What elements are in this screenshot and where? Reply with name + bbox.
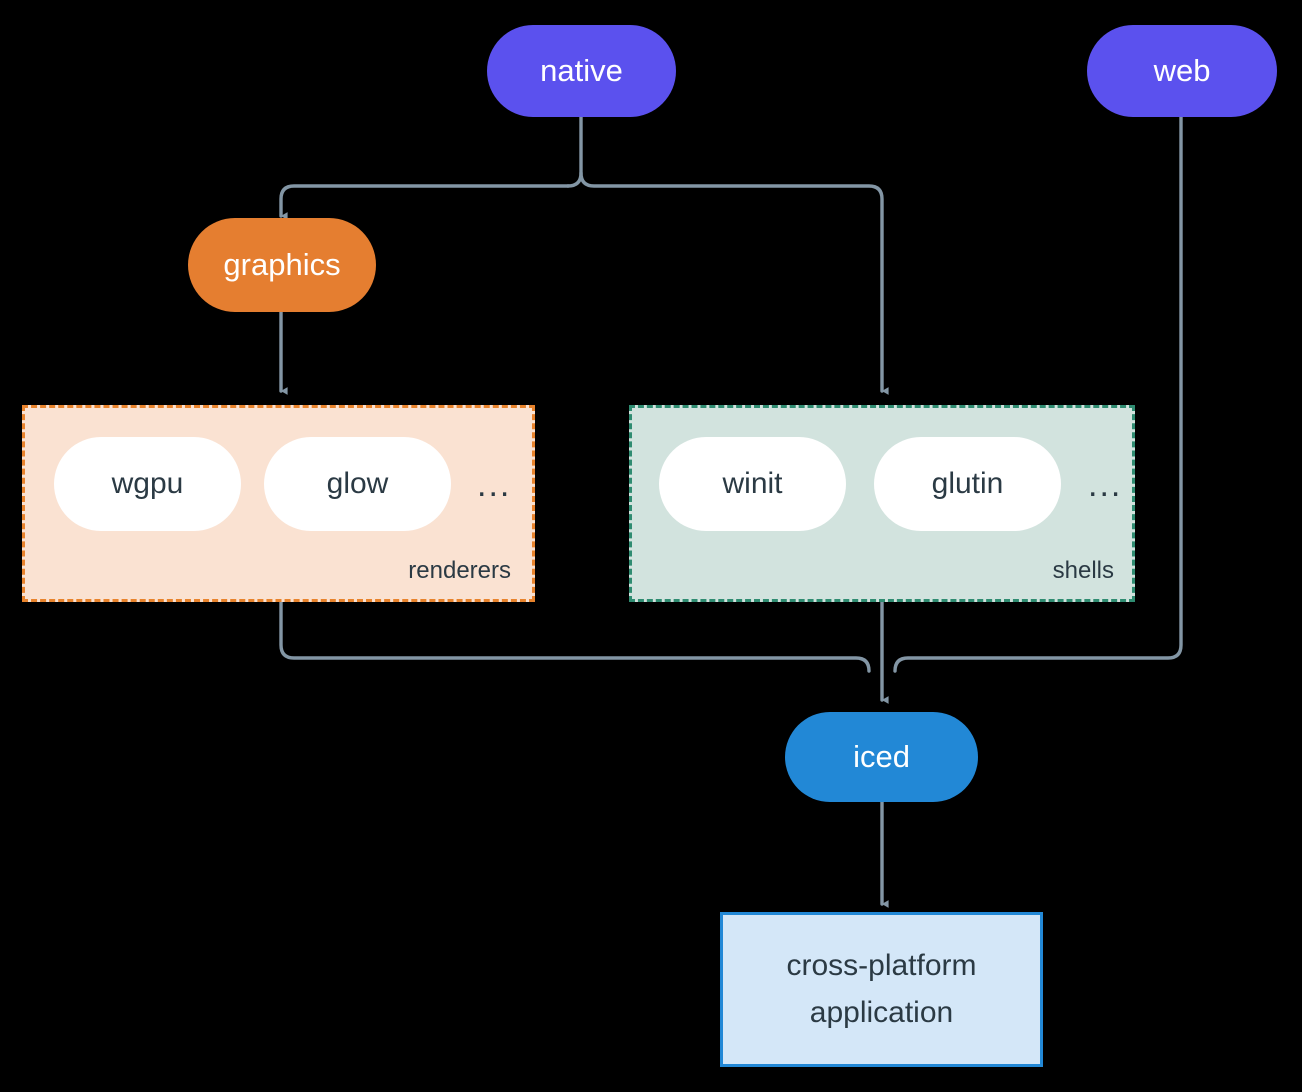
edge-native-graphics: [279, 184, 570, 220]
node-web-label: web: [1153, 53, 1211, 89]
group-renderers-ellipsis: ...: [477, 466, 512, 504]
group-item-glutin-label: glutin: [931, 466, 1004, 500]
node-graphics[interactable]: graphics: [188, 218, 376, 312]
group-item-glutin[interactable]: glutin: [874, 437, 1061, 531]
group-item-winit-label: winit: [722, 466, 783, 500]
node-native-label: native: [540, 53, 623, 89]
group-item-glow-label: glow: [326, 466, 389, 500]
node-application[interactable]: cross-platform application: [720, 912, 1043, 1067]
node-graphics-label: graphics: [223, 247, 341, 283]
group-item-winit[interactable]: winit: [659, 437, 846, 531]
group-item-wgpu-label: wgpu: [111, 466, 184, 500]
node-iced-label: iced: [853, 739, 910, 775]
group-renderers-label: renderers: [408, 557, 511, 584]
group-renderers: wgpu glow ... renderers: [22, 405, 535, 602]
edge-native-split: [566, 115, 583, 188]
group-item-wgpu[interactable]: wgpu: [54, 437, 241, 531]
node-web[interactable]: web: [1087, 25, 1277, 117]
node-native[interactable]: native: [487, 25, 676, 117]
group-item-glow[interactable]: glow: [264, 437, 451, 531]
node-application-label: cross-platform application: [786, 949, 977, 1029]
group-shells: winit glutin ... shells: [629, 405, 1135, 602]
edge-renderers-iced: [279, 600, 871, 673]
group-shells-ellipsis: ...: [1088, 466, 1123, 504]
node-iced[interactable]: iced: [785, 712, 978, 802]
edge-native-shells: [579, 171, 889, 395]
group-shells-label: shells: [1052, 557, 1114, 584]
